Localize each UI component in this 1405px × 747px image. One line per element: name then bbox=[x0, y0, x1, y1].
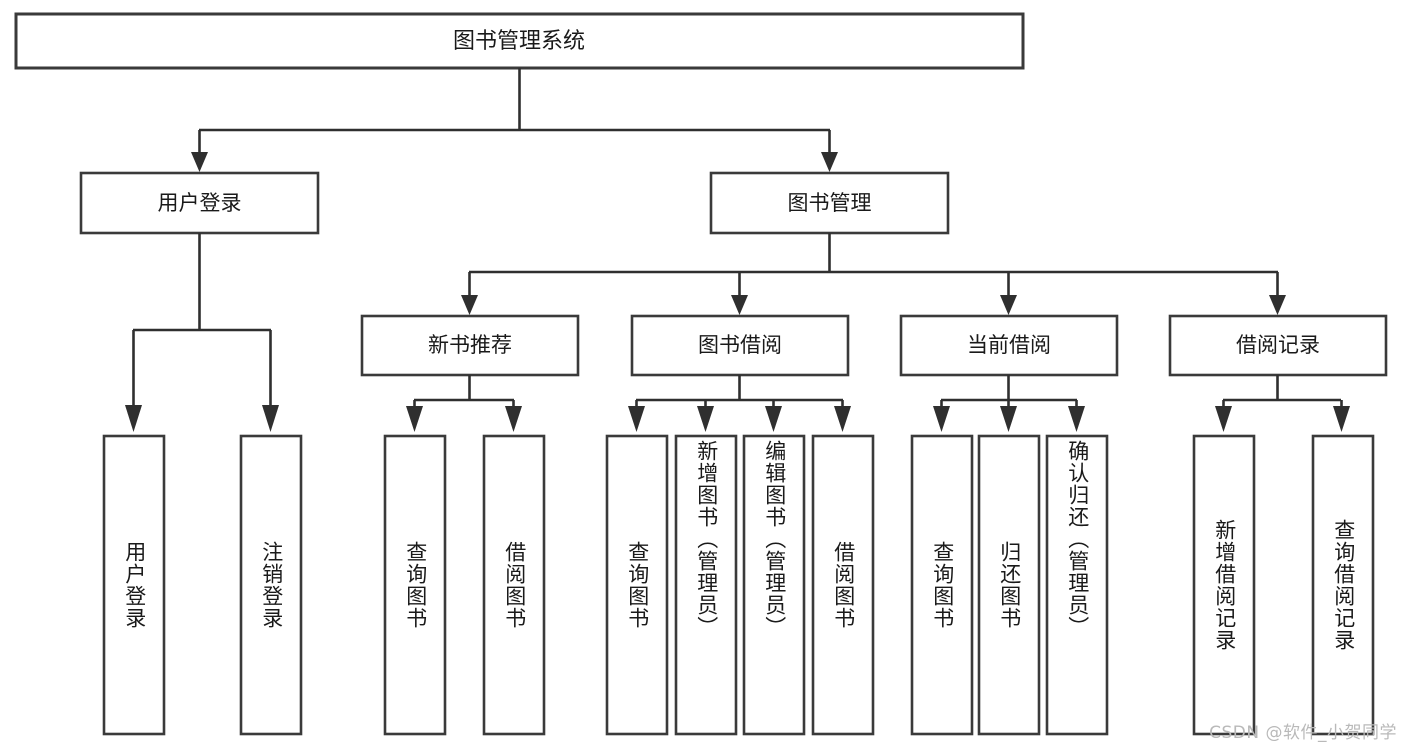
node-new-book-recommend[interactable]: 新书推荐 bbox=[360, 314, 580, 377]
leaf-borrow-book-2-rect bbox=[811, 434, 875, 736]
connector-borrow-record-to-leaves bbox=[1215, 375, 1350, 432]
node-user-login[interactable]: 用户登录 bbox=[79, 171, 320, 235]
borrow-record-box-label: 借阅记录 bbox=[1236, 333, 1320, 357]
leaf-add-book-rect bbox=[674, 434, 738, 736]
leaf-edit-book-rect bbox=[742, 434, 806, 736]
new-book-recommend-box-rect bbox=[360, 314, 580, 377]
connector-book-borrow-to-leaves bbox=[628, 375, 851, 432]
node-book-borrow[interactable]: 图书借阅 bbox=[630, 314, 850, 377]
arrow-to-leaf-add-book bbox=[697, 406, 714, 432]
leaf-node-add-record[interactable] bbox=[1192, 434, 1256, 736]
connector-current-borrow-to-leaves bbox=[933, 375, 1085, 432]
leaf-node-query-book-2[interactable] bbox=[605, 434, 669, 736]
node-current-borrow[interactable]: 当前借阅 bbox=[899, 314, 1119, 377]
arrow-to-leaf-edit-book bbox=[765, 406, 782, 432]
arrow-to-leaf-query-book-3 bbox=[933, 406, 950, 432]
csdn-watermark: CSDN @软件_小贺同学 bbox=[1209, 723, 1397, 743]
leaf-node-edit-book[interactable] bbox=[742, 434, 806, 736]
connector-book-manage-to-level3 bbox=[461, 233, 1286, 315]
arrow-to-leaf-user-login bbox=[125, 405, 142, 432]
leaf-return-book-rect bbox=[977, 434, 1041, 736]
arrow-to-book-borrow bbox=[731, 295, 748, 315]
node-book-manage[interactable]: 图书管理 bbox=[709, 171, 950, 235]
connector-user-login-to-leaves bbox=[125, 233, 279, 432]
leaf-node-query-record[interactable] bbox=[1311, 434, 1375, 736]
arrow-to-book-manage bbox=[821, 152, 838, 172]
leaf-node-logout[interactable] bbox=[239, 434, 303, 736]
arrow-to-leaf-query-book-1 bbox=[406, 406, 423, 432]
root-box-label: 图书管理系统 bbox=[453, 29, 585, 54]
book-manage-box-label: 图书管理 bbox=[788, 191, 872, 215]
connector-root-to-level2 bbox=[191, 68, 838, 172]
leaf-node-borrow-book-1[interactable] bbox=[482, 434, 546, 736]
leaf-node-return-book[interactable] bbox=[977, 434, 1041, 736]
node-borrow-record[interactable]: 借阅记录 bbox=[1168, 314, 1388, 377]
leaf-node-query-book-1[interactable] bbox=[383, 434, 447, 736]
arrow-to-new-book-recommend bbox=[461, 295, 478, 315]
leaf-query-book-3-rect bbox=[910, 434, 974, 736]
arrow-to-leaf-query-book-2 bbox=[628, 406, 645, 432]
user-login-box-label: 用户登录 bbox=[158, 191, 242, 215]
leaf-query-book-2-rect bbox=[605, 434, 669, 736]
arrow-to-leaf-return-book bbox=[1000, 406, 1017, 432]
book-borrow-box-label: 图书借阅 bbox=[698, 333, 782, 357]
arrow-to-user-login bbox=[191, 152, 208, 172]
leaf-query-book-1-rect bbox=[383, 434, 447, 736]
connector-new-book-recommend-to-leaves bbox=[406, 375, 522, 432]
leaf-node-query-book-3[interactable] bbox=[910, 434, 974, 736]
root-box-rect bbox=[14, 12, 1025, 70]
leaf-borrow-book-1-rect bbox=[482, 434, 546, 736]
leaf-node-user-login[interactable] bbox=[102, 434, 166, 736]
leaf-confirm-return-rect bbox=[1045, 434, 1109, 736]
leaf-add-record-rect bbox=[1192, 434, 1256, 736]
current-borrow-box-rect bbox=[899, 314, 1119, 377]
leaf-node-confirm-return[interactable] bbox=[1045, 434, 1109, 736]
leaf-query-record-rect bbox=[1311, 434, 1375, 736]
arrow-to-leaf-borrow-book-1 bbox=[505, 406, 522, 432]
arrow-to-leaf-add-record bbox=[1215, 406, 1232, 432]
leaf-node-borrow-book-2[interactable] bbox=[811, 434, 875, 736]
arrow-to-leaf-query-record bbox=[1333, 406, 1350, 432]
leaf-logout-rect bbox=[239, 434, 303, 736]
arrow-to-leaf-confirm-return bbox=[1068, 406, 1085, 432]
leaf-node-add-book[interactable] bbox=[674, 434, 738, 736]
new-book-recommend-box-label: 新书推荐 bbox=[428, 333, 512, 357]
current-borrow-box-label: 当前借阅 bbox=[967, 333, 1051, 357]
leaf-user-login-rect bbox=[102, 434, 166, 736]
arrow-to-borrow-record bbox=[1269, 295, 1286, 315]
user-login-box-rect bbox=[79, 171, 320, 235]
node-root[interactable]: 图书管理系统 bbox=[14, 12, 1025, 70]
arrow-to-current-borrow bbox=[1000, 295, 1017, 315]
arrow-to-leaf-borrow-book-2 bbox=[834, 406, 851, 432]
arrow-to-leaf-logout bbox=[262, 405, 279, 432]
